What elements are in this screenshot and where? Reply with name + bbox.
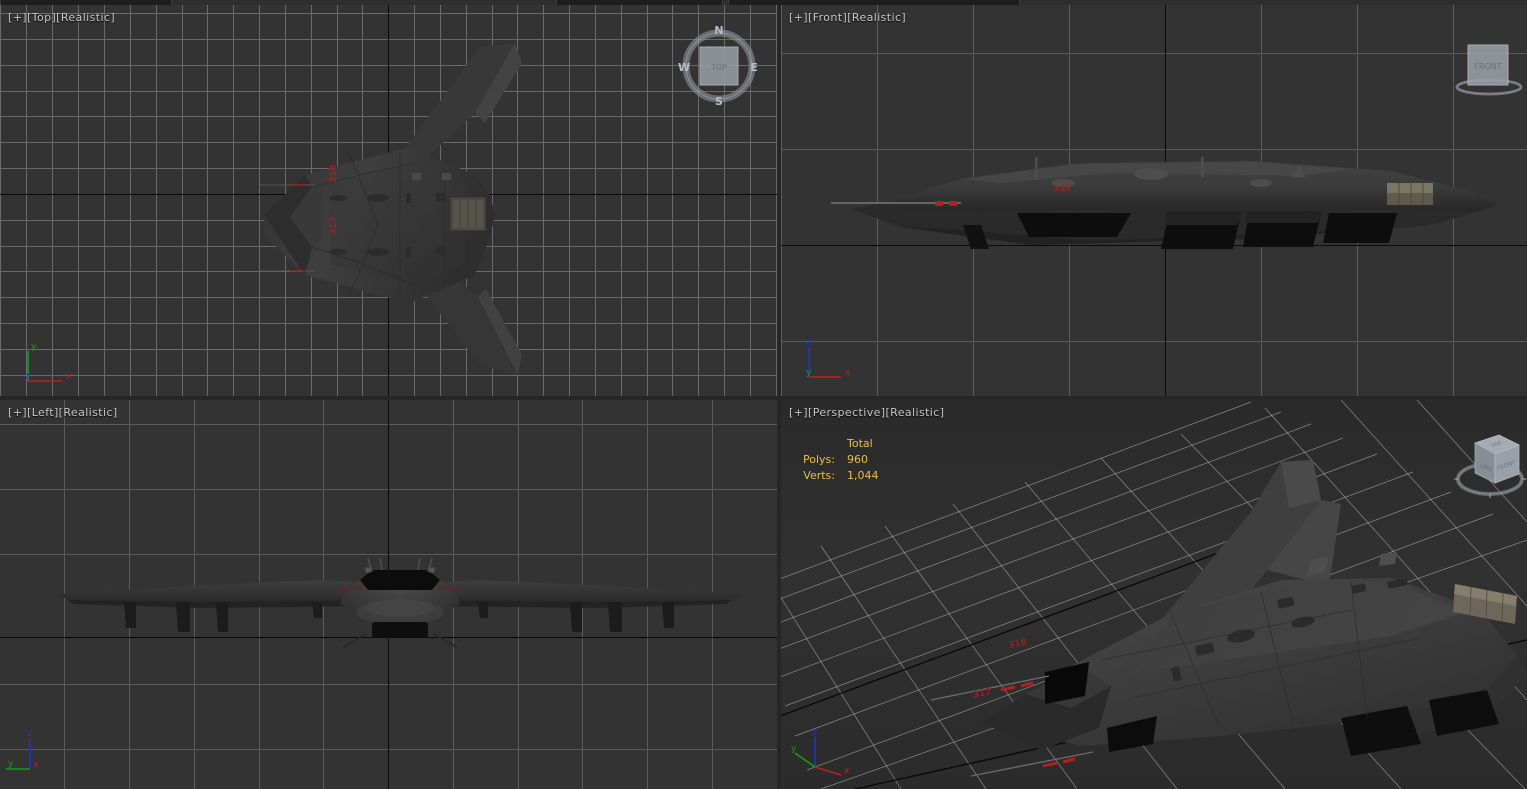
stats-verts-value: 1,044 [847, 469, 879, 482]
stats-row-polys: Polys: 960 [791, 452, 883, 468]
model-marking-front: 317 [1053, 184, 1072, 194]
stats-polys-value: 960 [847, 453, 868, 466]
viewcube-perspective[interactable]: TOP LEFT FRONT [1453, 425, 1527, 505]
statistics-overlay: Total Polys: 960 Verts: 1,044 [791, 436, 883, 484]
aircraft-model-front-view[interactable]: 317 [831, 145, 1521, 260]
model-marking-perspective-317: 317 [973, 687, 992, 701]
viewcube-top[interactable]: TOP N S W E [678, 25, 760, 109]
stats-verts-label: Verts: [803, 469, 835, 482]
viewport-label-front[interactable]: [+][Front][Realistic] [789, 11, 907, 24]
svg-text:y: y [31, 342, 37, 352]
viewcube-front[interactable]: FRONT [1451, 37, 1527, 99]
axis-tripod-front: z x y [793, 335, 863, 390]
window-chrome-strip [0, 0, 1527, 5]
svg-text:N: N [714, 25, 723, 37]
svg-text:LEFT: LEFT [1478, 462, 1493, 474]
viewport-label-left[interactable]: [+][Left][Realistic] [8, 406, 118, 419]
viewport-top[interactable]: 318 317 TOP N S W E [+][Top][Realistic] [0, 5, 777, 396]
svg-text:z: z [806, 338, 811, 348]
axis-tripod-perspective: z y x [789, 725, 859, 780]
viewport-perspective[interactable]: 317 318 Total Polys: 960 Verts: [781, 400, 1527, 789]
stats-column-header: Total [847, 437, 873, 450]
svg-text:S: S [715, 95, 723, 108]
svg-text:z: z [27, 729, 32, 739]
viewport-left[interactable]: LEFT [+][Left][Realistic] z y x [0, 400, 777, 789]
model-marking-317: 317 [329, 216, 339, 235]
aircraft-model-left-view[interactable] [50, 550, 750, 650]
svg-text:x: x [66, 372, 72, 382]
aircraft-model-perspective-view[interactable]: 317 318 [921, 460, 1527, 789]
svg-text:z: z [25, 372, 30, 382]
svg-text:x: x [844, 766, 850, 776]
aircraft-model-top-view[interactable]: 318 317 [250, 35, 550, 380]
svg-text:y: y [806, 368, 812, 378]
svg-text:W: W [678, 61, 690, 74]
svg-text:y: y [791, 744, 797, 754]
svg-text:FRONT: FRONT [1474, 62, 1501, 71]
viewport-label-perspective[interactable]: [+][Perspective][Realistic] [789, 406, 945, 419]
svg-text:z: z [812, 728, 817, 738]
axis-tripod-top: y x z [14, 337, 84, 392]
svg-text:TOP: TOP [710, 63, 727, 72]
svg-text:y: y [8, 759, 14, 769]
svg-text:TOP: TOP [1490, 441, 1502, 450]
viewport-label-top[interactable]: [+][Top][Realistic] [8, 11, 116, 24]
chrome-tab-1[interactable] [0, 0, 172, 5]
stats-row-verts: Verts: 1,044 [791, 468, 883, 484]
axis-tripod-left: z y x [6, 725, 76, 780]
chrome-tab-3[interactable] [728, 0, 1020, 5]
model-marking-318: 318 [329, 164, 339, 183]
viewport-front[interactable]: 317 FRONT [+][Front][Realistic] z x [781, 5, 1527, 396]
svg-text:E: E [750, 61, 758, 74]
svg-text:x: x [845, 368, 851, 378]
chrome-tab-2[interactable] [556, 0, 723, 5]
svg-text:x: x [33, 760, 39, 770]
stats-polys-label: Polys: [803, 453, 835, 466]
model-marking-perspective-318: 318 [1008, 638, 1028, 651]
